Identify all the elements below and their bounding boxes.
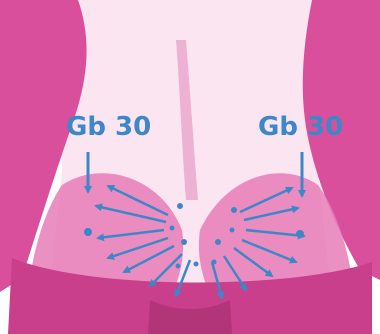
gb30-right-label: Gb 30	[258, 112, 343, 142]
gb30-left-label: Gb 30	[66, 112, 151, 142]
